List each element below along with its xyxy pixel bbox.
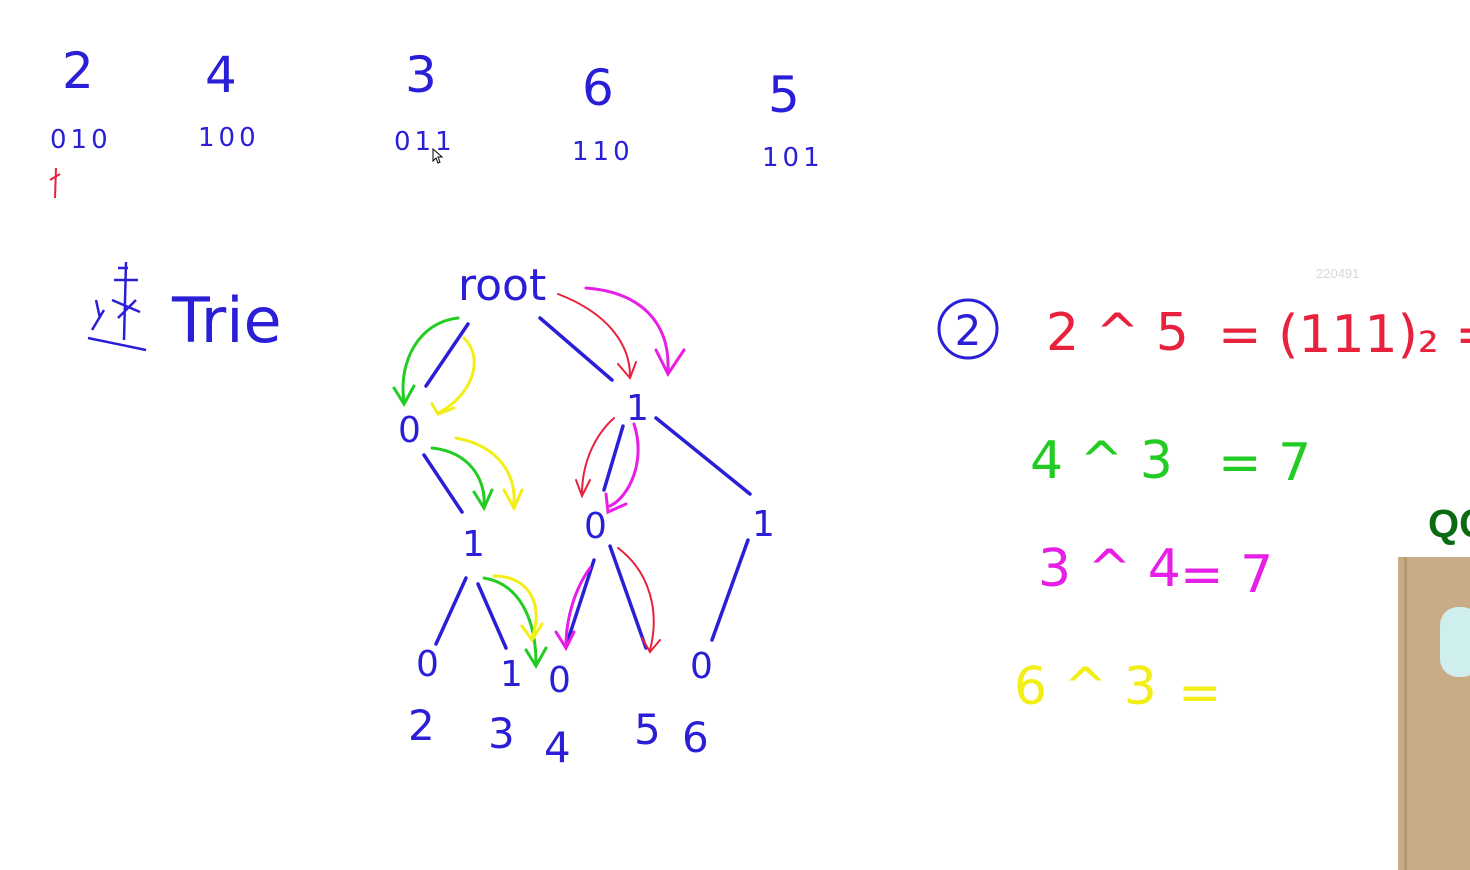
binary-101: 101 [762, 143, 824, 173]
arrows-red [557, 293, 661, 654]
binary-011: 011 [394, 127, 456, 157]
equation-1-lhs: 2 ^ 5 [1046, 303, 1189, 363]
edge-01-0 [434, 576, 468, 646]
number-5: 5 [768, 66, 800, 124]
equation-1-rhs: = (111)₂ = 7 [1218, 305, 1470, 365]
watermark-id: 220491 [1316, 266, 1360, 281]
webcam-presenter [1440, 607, 1470, 677]
leaf-3: 3 [488, 709, 515, 758]
trie-edges [422, 316, 752, 650]
glyph-scribble [87, 261, 147, 352]
number-row: 2 4 3 6 5 [62, 42, 800, 124]
leaf-values: 2 3 4 5 6 [408, 701, 709, 772]
mouse-cursor-icon [432, 148, 444, 164]
leaf-5: 5 [634, 705, 661, 754]
node-l1-0: 0 [398, 410, 421, 451]
heading-trie: Trie [171, 284, 282, 357]
node-l2-1: 1 [462, 524, 485, 565]
node-l3-1: 1 [500, 654, 523, 695]
edge-10-0 [564, 558, 596, 648]
step-marker: 2 [937, 298, 999, 360]
edge-0-1 [422, 453, 464, 514]
node-l2-1b: 1 [752, 504, 775, 545]
node-l3-0c: 0 [690, 646, 713, 687]
step-number: 2 [955, 306, 982, 355]
edge-root-1 [538, 316, 614, 382]
root-label: root [458, 260, 546, 311]
equation-2-lhs: 4 ^ 3 [1030, 431, 1173, 491]
webcam-background [1404, 557, 1407, 870]
equation-list: 2 ^ 5 = (111)₂ = 7 4 ^ 3 = 7 3 ^ 4 = 7 6… [1014, 303, 1470, 723]
trie-nodes: 0 1 1 0 1 0 1 0 0 [398, 388, 775, 701]
arrows-yellow [430, 336, 544, 643]
edge-10-1 [608, 544, 648, 650]
binary-row: 010 100 011 110 101 [50, 123, 824, 173]
edge-1-0 [602, 424, 625, 492]
trie-diagram: root 0 1 1 0 1 0 1 0 0 2 3 4 [392, 260, 775, 772]
number-4: 4 [205, 46, 237, 104]
node-l1-1: 1 [626, 388, 649, 429]
leaf-6: 6 [682, 713, 709, 762]
edge-1-1 [654, 416, 752, 496]
webcam-overlay [1398, 557, 1470, 870]
binary-100: 100 [198, 123, 260, 153]
edge-root-0 [424, 322, 470, 388]
arrows-magenta [554, 286, 686, 652]
equation-4-lhs: 6 ^ 3 [1014, 657, 1157, 717]
node-l3-0b: 0 [548, 660, 571, 701]
equation-2-rhs: = 7 [1218, 433, 1311, 493]
node-l3-0a: 0 [416, 644, 439, 685]
leaf-4: 4 [544, 723, 571, 772]
number-6: 6 [582, 59, 614, 117]
binary-010: 010 [50, 125, 112, 155]
equation-3-lhs: 3 ^ 4 [1038, 539, 1181, 599]
edge-11-0 [710, 538, 750, 642]
equation-3-rhs: = 7 [1180, 545, 1273, 605]
equation-4-rhs: = [1178, 663, 1222, 723]
red-tick-mark [49, 167, 61, 199]
binary-110: 110 [572, 137, 634, 167]
number-3: 3 [405, 46, 437, 104]
node-l2-0: 0 [584, 506, 607, 547]
leaf-2: 2 [408, 701, 435, 750]
heading-group: Trie [87, 261, 282, 357]
number-2: 2 [62, 42, 94, 100]
arrows-green [392, 316, 548, 669]
corner-label: QC [1428, 502, 1470, 546]
edge-01-1 [476, 582, 508, 650]
